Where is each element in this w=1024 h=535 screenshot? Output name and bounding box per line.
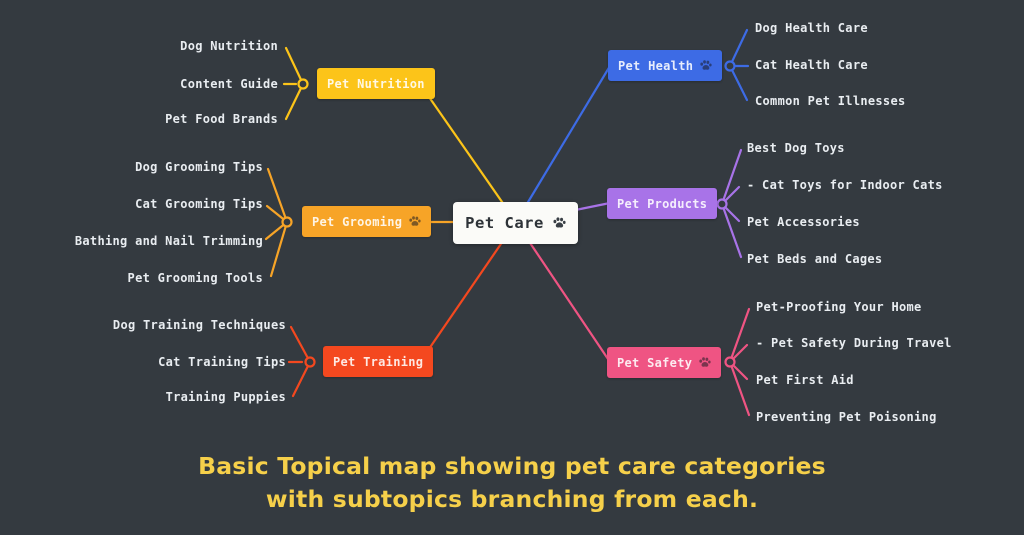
category-label: Pet Safety	[617, 355, 693, 370]
paw-icon	[699, 59, 712, 72]
junction-dot	[724, 60, 736, 72]
branch-pet-grooming	[264, 167, 518, 278]
subtopic-cat-toys-for-indoor-cats[interactable]: - Cat Toys for Indoor Cats	[747, 178, 943, 192]
caption: Basic Topical map showing pet care categ…	[0, 450, 1024, 516]
category-pet-training[interactable]: Pet Training	[323, 346, 434, 377]
junction-dot	[281, 216, 293, 228]
category-label: Pet Training	[333, 354, 424, 369]
category-pet-nutrition[interactable]: Pet Nutrition	[317, 68, 435, 99]
category-pet-products[interactable]: Pet Products	[607, 188, 718, 219]
subtopic-cat-grooming-tips[interactable]: Cat Grooming Tips	[135, 197, 263, 211]
branch-pet-nutrition	[282, 46, 518, 224]
junction-dot	[304, 356, 316, 368]
caption-line-1: Basic Topical map showing pet care categ…	[198, 452, 826, 480]
subtopic-training-puppies[interactable]: Training Puppies	[165, 390, 286, 404]
branch-pet-safety	[514, 220, 751, 417]
subtopic-pet-food-brands[interactable]: Pet Food Brands	[165, 112, 278, 126]
subtopic-pet-accessories[interactable]: Pet Accessories	[747, 215, 860, 229]
subtopic-dog-health-care[interactable]: Dog Health Care	[755, 21, 868, 35]
subtopic-pet-proofing-your-home[interactable]: Pet-Proofing Your Home	[756, 300, 922, 314]
subtopic-pet-grooming-tools[interactable]: Pet Grooming Tools	[127, 271, 263, 285]
caption-line-2: with subtopics branching from each.	[265, 485, 759, 513]
subtopic-dog-nutrition[interactable]: Dog Nutrition	[180, 39, 278, 53]
subtopic-best-dog-toys[interactable]: Best Dog Toys	[747, 141, 845, 155]
subtopic-bathing-and-nail-trimming[interactable]: Bathing and Nail Trimming	[74, 234, 263, 248]
subtopic-cat-training-tips[interactable]: Cat Training Tips	[158, 355, 286, 369]
category-label: Pet Nutrition	[327, 76, 425, 91]
central-topic-pet-care[interactable]: Pet Care	[453, 202, 578, 244]
branch-pet-training	[287, 220, 518, 398]
central-topic-label: Pet Care	[465, 214, 544, 232]
junction-dot	[724, 356, 736, 368]
category-pet-safety[interactable]: Pet Safety	[607, 347, 722, 378]
category-label: Pet Health	[618, 58, 694, 73]
subtopic-pet-first-aid[interactable]: Pet First Aid	[756, 373, 854, 387]
junction-dot	[716, 198, 728, 210]
subtopic-pet-beds-and-cages[interactable]: Pet Beds and Cages	[747, 252, 883, 266]
category-pet-health[interactable]: Pet Health	[608, 50, 723, 81]
subtopic-cat-health-care[interactable]: Cat Health Care	[755, 58, 868, 72]
category-pet-grooming[interactable]: Pet Grooming	[302, 206, 432, 237]
paw-icon	[698, 356, 711, 369]
category-label: Pet Grooming	[312, 214, 403, 229]
branch-pet-health	[514, 28, 750, 224]
paw-icon	[408, 215, 421, 228]
subtopic-pet-safety-during-travel[interactable]: - Pet Safety During Travel	[756, 336, 952, 350]
subtopic-dog-training-techniques[interactable]: Dog Training Techniques	[112, 318, 286, 332]
subtopic-dog-grooming-tips[interactable]: Dog Grooming Tips	[135, 160, 263, 174]
junction-dot	[297, 78, 309, 90]
subtopic-preventing-pet-poisoning[interactable]: Preventing Pet Poisoning	[756, 410, 937, 424]
subtopic-content-guide[interactable]: Content Guide	[180, 77, 278, 91]
category-label: Pet Products	[617, 196, 708, 211]
subtopic-common-pet-illnesses[interactable]: Common Pet Illnesses	[755, 94, 906, 108]
paw-icon	[552, 216, 566, 230]
